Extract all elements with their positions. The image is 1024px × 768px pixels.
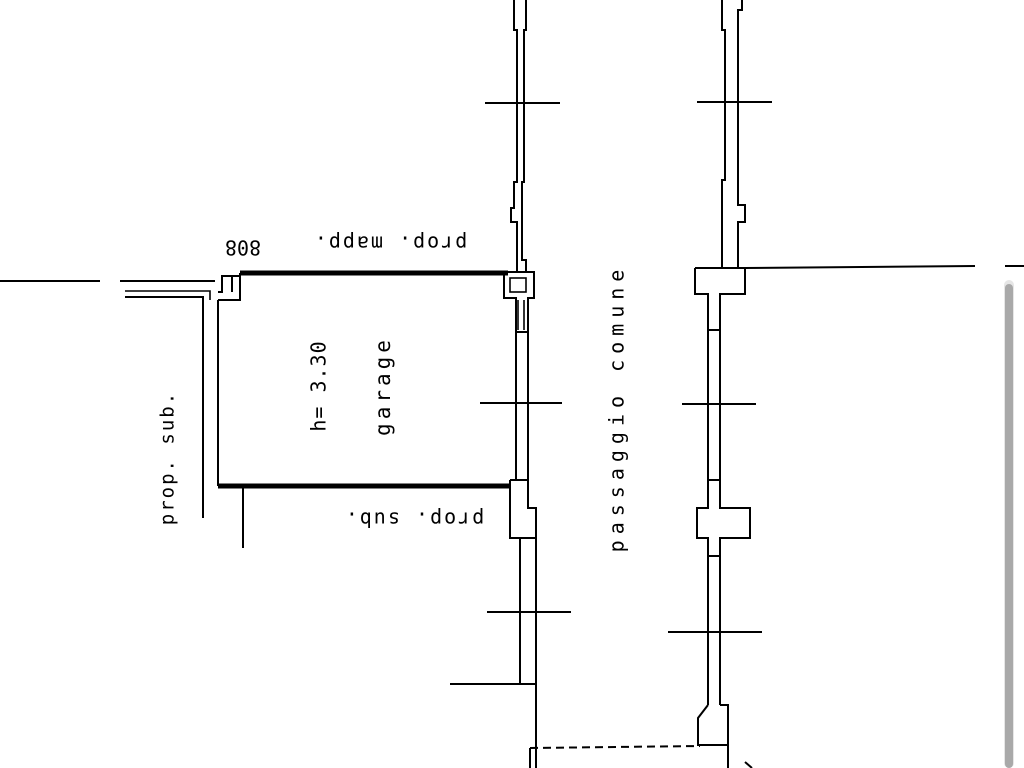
label-prop-sub-left: prop. sub. — [157, 391, 179, 525]
left-corridor-wall — [503, 0, 537, 768]
bottom-opening — [529, 745, 701, 768]
label-prop-mapp: prop. mapp. — [313, 232, 467, 256]
left-property-wall — [125, 290, 244, 548]
wall-cross-ticks — [450, 101, 772, 685]
label-garage: garage — [371, 336, 395, 436]
label-mapp-number: 808 — [225, 236, 261, 260]
right-corridor-wall — [694, 0, 753, 768]
label-room-height: h= 3.30 — [307, 340, 331, 431]
vertical-scrollbar-thumb[interactable] — [1005, 284, 1013, 768]
property-boundary-lines — [0, 265, 1024, 282]
label-common-passage: passaggio comune — [605, 264, 629, 553]
garage-room — [217, 270, 510, 489]
label-prop-sub-bottom: prop. sub. — [344, 508, 484, 532]
